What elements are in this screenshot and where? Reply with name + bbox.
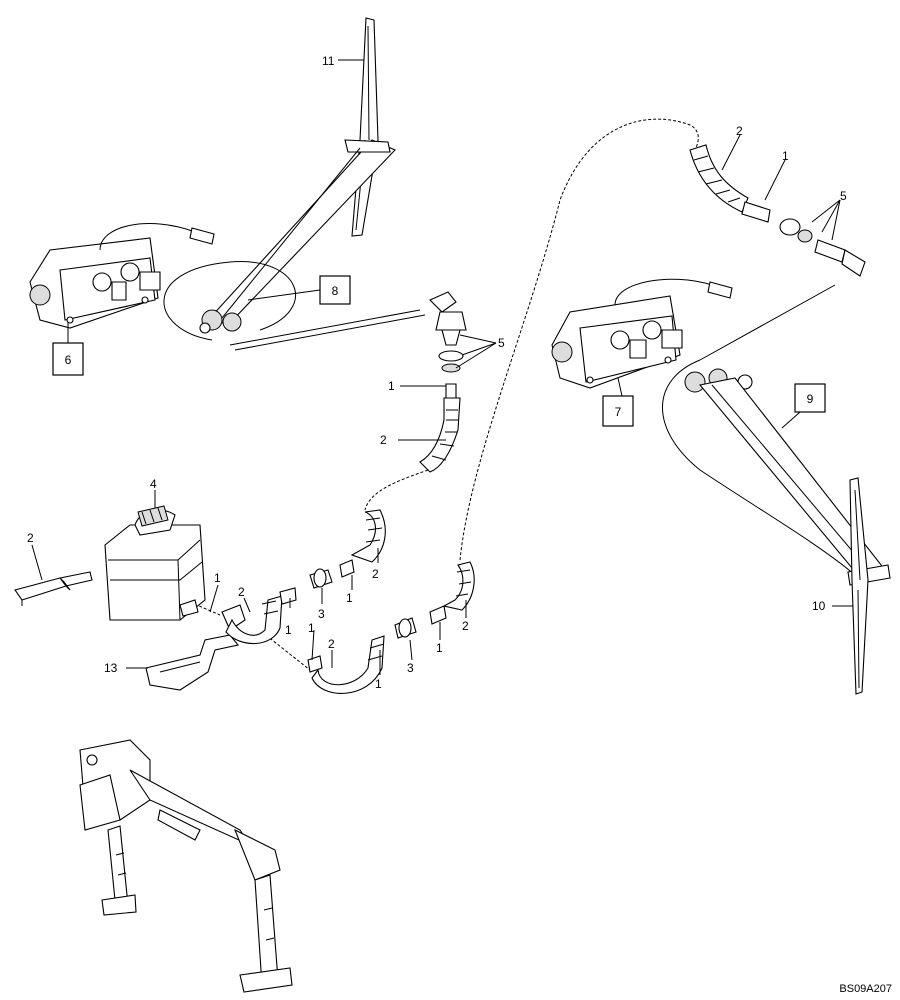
bracket-2 [14,571,93,606]
callout-8: 8 [332,284,339,298]
wiper-motor-right [551,278,733,389]
wiper-blade-left [351,17,379,237]
nozzle-center [429,291,467,399]
callout-1-upper: 1 [388,379,395,393]
callout-9: 9 [807,392,814,406]
callout-5-center: 5 [498,336,505,350]
callout-1-mid-a: 1 [214,571,221,585]
callout-2-right-low: 2 [462,619,469,633]
hose-fitting-mid [221,509,386,645]
bracket-13 [145,634,239,691]
callout-5-right: 5 [840,189,847,203]
cab-frame [79,739,293,993]
callout-1-low-a: 1 [375,677,382,691]
callout-13: 13 [104,661,118,675]
callout-2-mid-a: 2 [238,585,245,599]
wiper-arm-left [199,139,396,334]
route-line-b [459,118,699,561]
route-line-a [364,469,429,511]
wiper-motor-left [29,223,215,329]
callout-4: 4 [150,477,157,491]
nozzle-right [779,218,866,277]
hose-fitting-low [307,561,475,694]
callout-6: 6 [65,353,72,367]
callout-7: 7 [615,405,622,419]
wiper-blade-right [849,477,869,695]
callout-10: 10 [812,599,826,613]
callout-2-bracket: 2 [27,531,34,545]
washer-hose-right [662,284,856,576]
callout-11: 11 [322,54,335,68]
callout-1-mid-b: 1 [346,591,353,605]
callout-1-right: 1 [782,149,789,163]
callout-box-9: 9 [794,383,826,413]
wiper-arm-right [684,368,891,586]
hose-right-top [689,144,771,223]
callout-box-6: 6 [52,342,84,376]
callout-2-low: 2 [328,637,335,651]
drawing-code: BS09A207 [839,983,892,995]
reservoir-tank [104,505,206,621]
callout-1-low-b: 1 [436,641,443,655]
callout-3-b: 3 [407,661,414,675]
callout-3-a: 3 [318,607,325,621]
callout-box-8: 8 [319,275,351,305]
callout-2-right-top: 2 [736,124,743,138]
washer-hose-left [163,261,426,351]
callout-1-mid-d: 1 [308,621,315,635]
callout-2-upper: 2 [380,433,387,447]
leader-lines [31,59,853,675]
callout-box-7: 7 [602,395,634,427]
callout-1-mid-c: 1 [285,623,292,637]
hose-center-upper [419,397,461,473]
callout-2-mid-b: 2 [372,567,379,581]
